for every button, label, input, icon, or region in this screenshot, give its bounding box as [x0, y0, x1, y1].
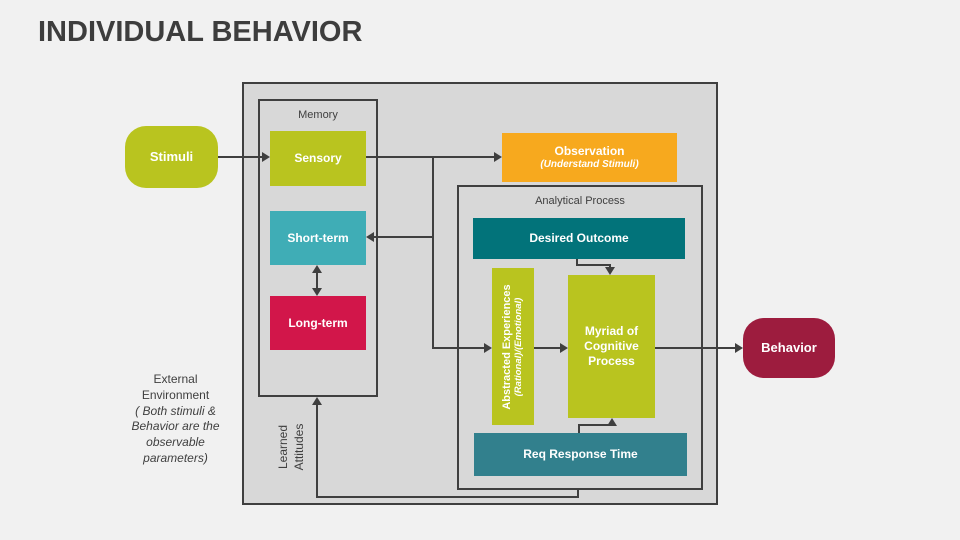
arrow-abstracted-to-myriad-head [560, 343, 568, 353]
external-environment-note: ( Both stimuli & Behavior are the observ… [131, 403, 220, 466]
feedback-line-seg3 [316, 404, 318, 498]
arrow-req-to-myriad-seg1 [578, 426, 580, 433]
abstracted-experiences-text: Abstracted Experiences (Rational)/(Emoti… [501, 268, 525, 425]
page-title: INDIVIDUAL BEHAVIOR [38, 16, 363, 48]
long-term-box: Long-term [270, 296, 366, 350]
learned-attitudes-line2: Attitudes [291, 423, 306, 471]
arrow-desired-to-myriad-seg1 [576, 259, 578, 266]
short-term-box: Short-term [270, 211, 366, 265]
arrow-req-to-myriad-seg2 [578, 424, 613, 426]
stimuli-label: Stimuli [149, 148, 194, 164]
stimuli-node: Stimuli [125, 126, 218, 188]
learned-attitudes-label: Learned Attitudes [276, 402, 316, 492]
long-term-label: Long-term [288, 315, 348, 330]
myriad-cognitive-box: Myriad of Cognitive Process [568, 275, 655, 418]
arrow-myriad-to-behavior-line [655, 347, 735, 349]
feedback-line-seg2 [316, 496, 579, 498]
arrow-to-abstracted-head [484, 343, 492, 353]
arrow-to-short-term-head [366, 232, 374, 242]
behavior-label: Behavior [761, 339, 817, 355]
observation-title: Observation [554, 143, 625, 158]
desired-outcome-box: Desired Outcome [473, 218, 685, 259]
arrow-myriad-to-behavior-head [735, 343, 743, 353]
learned-attitudes-line1: Learned [276, 424, 290, 470]
sensory-label: Sensory [294, 151, 342, 165]
abstracted-title: Abstracted Experiences [501, 283, 514, 410]
arrow-desired-to-myriad-seg3 [609, 264, 611, 268]
myriad-cognitive-label: Myriad of Cognitive Process [584, 324, 639, 368]
arrow-stimuli-to-sensory-line [218, 156, 264, 158]
arrow-short-long-line [316, 272, 318, 289]
feedback-to-memory-head [312, 397, 322, 405]
external-environment-title: External Environment [141, 372, 210, 402]
junction-vertical-line [432, 156, 434, 349]
arrow-to-short-term-line [374, 236, 432, 238]
arrow-to-abstracted-line [432, 347, 484, 349]
desired-outcome-label: Desired Outcome [529, 231, 629, 245]
external-environment-label: External Environment ( Both stimuli & Be… [124, 372, 227, 467]
behavior-node: Behavior [743, 318, 835, 378]
arrow-sensory-to-observation-head [494, 152, 502, 162]
memory-label: Memory [298, 109, 338, 121]
observation-box: Observation (Understand Stimuli) [502, 133, 677, 182]
arrow-sensory-to-observation-line [366, 156, 494, 158]
arrow-stimuli-to-sensory-head [262, 152, 270, 162]
arrow-short-long-head-down [312, 288, 322, 296]
arrow-short-long-head-up [312, 265, 322, 273]
arrow-req-to-myriad-head [607, 418, 617, 426]
arrow-abstracted-to-myriad-line [534, 347, 560, 349]
req-response-label: Req Response Time [523, 447, 638, 461]
arrow-desired-to-myriad-head [605, 267, 615, 275]
feedback-line-seg1 [577, 490, 579, 498]
req-response-box: Req Response Time [474, 433, 687, 476]
analytical-process-label: Analytical Process [535, 195, 625, 207]
abstracted-experiences-box: Abstracted Experiences (Rational)/(Emoti… [492, 268, 534, 425]
sensory-box: Sensory [270, 131, 366, 186]
observation-subtitle: (Understand Stimuli) [540, 158, 639, 170]
memory-frame: Memory [258, 99, 378, 397]
arrow-desired-to-myriad-seg2 [576, 264, 611, 266]
short-term-label: Short-term [287, 230, 349, 245]
analytical-process-frame: Analytical Process [457, 185, 703, 490]
abstracted-subtitle: (Rational)/(Emotional) [512, 297, 524, 396]
